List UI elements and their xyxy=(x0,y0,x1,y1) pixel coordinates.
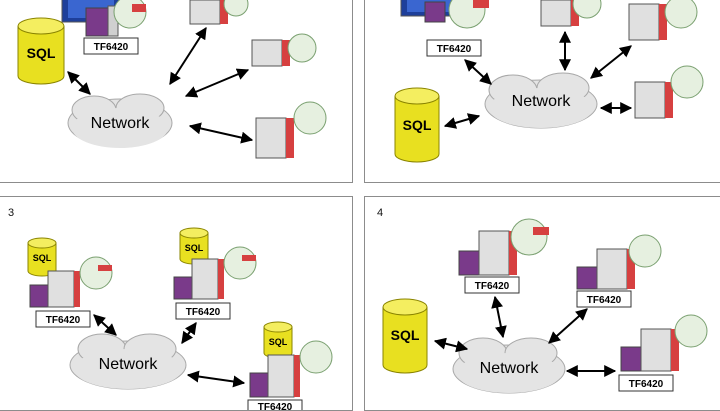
connection-arrow xyxy=(169,26,207,86)
sql-database-icon xyxy=(382,298,428,374)
tf6420-label: TF6420 xyxy=(475,281,510,292)
panel-3-drawing: SQL TF6420 SQL TF6420 SQL xyxy=(27,227,333,411)
network-cloud-icon xyxy=(484,72,598,129)
connection-arrow xyxy=(67,71,91,95)
ipc-device-icon xyxy=(576,234,662,290)
panel-1-drawing: SQL TF6420 xyxy=(17,0,327,159)
sql-label: SQL xyxy=(185,243,204,253)
panel-4-drawing: TF6420 TF6420 TF6420 SQL xyxy=(382,218,708,394)
tf6420-label: TF6420 xyxy=(437,44,472,55)
ipc-device-icon xyxy=(249,340,333,398)
ipc-device-icon xyxy=(424,0,489,29)
network-label: Network xyxy=(99,356,159,373)
connection-arrow xyxy=(181,322,197,344)
diagram-panel-1: SQL TF6420 xyxy=(0,0,353,183)
diagram-panel-4: 4 TF6420 TF6420 xyxy=(364,196,720,411)
tf6420-label: TF6420 xyxy=(629,379,664,390)
panel-2-drawing: TF6420 SQL N xyxy=(394,0,704,163)
network-label: Network xyxy=(91,115,151,132)
connection-arrow xyxy=(186,370,246,388)
plc-controller-icon xyxy=(540,0,602,27)
sql-label: SQL xyxy=(403,117,432,133)
panel-number: 3 xyxy=(8,207,15,219)
tf6420-label: TF6420 xyxy=(258,402,293,411)
ipc-device-icon xyxy=(458,218,549,276)
connection-arrow xyxy=(548,308,588,344)
sql-label: SQL xyxy=(27,45,56,61)
network-cloud-icon xyxy=(67,93,173,148)
sql-database-icon xyxy=(394,87,440,163)
ipc-device-icon xyxy=(620,314,708,372)
sql-label: SQL xyxy=(391,327,420,343)
connection-arrow xyxy=(590,45,632,79)
diagram-panel-2: TF6420 SQL N xyxy=(364,0,720,183)
plc-controller-icon xyxy=(251,33,317,67)
connection-arrow xyxy=(433,337,469,353)
plc-controller-icon xyxy=(189,0,249,25)
network-label: Network xyxy=(480,360,540,377)
plc-controller-icon xyxy=(634,65,704,119)
sql-database-icon xyxy=(17,17,65,85)
connection-arrow xyxy=(184,68,250,98)
network-cloud-icon xyxy=(452,337,566,394)
network-label: Network xyxy=(512,93,572,110)
ipc-device-icon xyxy=(85,0,147,37)
ipc-device-icon xyxy=(173,246,257,300)
connection-arrow xyxy=(464,59,492,85)
plc-controller-icon xyxy=(628,0,698,41)
tf6420-label: TF6420 xyxy=(587,295,622,306)
sql-label: SQL xyxy=(269,337,288,347)
tf6420-label: TF6420 xyxy=(46,315,81,326)
tf6420-label: TF6420 xyxy=(94,42,129,53)
connection-arrow xyxy=(491,295,507,339)
tf6420-label: TF6420 xyxy=(186,307,221,318)
sql-database-icon xyxy=(27,237,57,277)
connection-arrow xyxy=(93,314,117,336)
diagram-panel-3: 3 SQL TF6420 SQL xyxy=(0,196,353,411)
panel-number: 4 xyxy=(377,207,384,219)
connection-arrow xyxy=(188,122,254,144)
network-cloud-icon xyxy=(69,333,187,390)
sql-label: SQL xyxy=(33,253,52,263)
plc-controller-icon xyxy=(255,101,327,159)
connection-arrow xyxy=(443,113,481,129)
ipc-device-icon xyxy=(29,256,113,308)
